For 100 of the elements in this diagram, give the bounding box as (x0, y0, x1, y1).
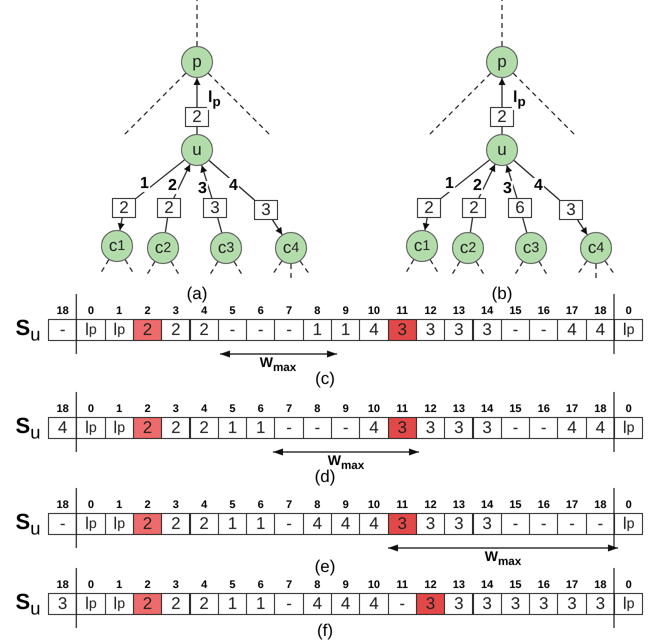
connector-line (470, 218, 474, 232)
index-number: 18 (56, 304, 70, 318)
index-number: 7 (284, 304, 294, 318)
edge-label: 2 (167, 178, 178, 194)
index-number: 10 (366, 578, 382, 592)
tree-node: p (181, 46, 213, 78)
index-number: 2 (143, 402, 152, 416)
index-number: 9 (342, 578, 350, 592)
dashed-line (428, 72, 492, 136)
index-number: 13 (452, 498, 466, 512)
array-slot: 1 (302, 319, 332, 341)
array-slot: 3 (416, 319, 446, 341)
array-slot: 1 (246, 593, 276, 615)
array-slot: 1 (218, 417, 248, 439)
edge-label: 1 (444, 176, 455, 192)
index-number: 1 (115, 498, 124, 512)
panel-caption: (e) (314, 557, 336, 577)
connector-line (514, 160, 560, 200)
array-slot: 4 (302, 513, 332, 535)
dashed-line (234, 261, 243, 276)
index-number: 0 (624, 498, 633, 512)
panel-caption: (c) (315, 369, 335, 389)
array-slot: 3 (586, 593, 615, 615)
index-number: 14 (480, 402, 494, 416)
index-number: 4 (200, 402, 208, 416)
array-slot: 4 (331, 593, 360, 615)
arrow (173, 164, 191, 198)
count-box: 3 (254, 200, 278, 220)
index-number: 13 (452, 304, 466, 318)
array-slot: 2 (161, 417, 190, 439)
index-number: 4 (200, 304, 208, 318)
array-slot: - (274, 417, 304, 439)
index-number: 2 (143, 304, 152, 318)
dashed-line (300, 260, 310, 275)
edge-label: 1 (139, 176, 150, 192)
count-box: 2 (490, 107, 514, 127)
count-box: 2 (417, 198, 441, 218)
connector-line (440, 159, 490, 199)
array-slot: 3 (388, 513, 417, 535)
array-slot: - (48, 319, 78, 341)
index-number: 4 (200, 498, 208, 512)
array-slot: - (274, 513, 304, 535)
index-number: 3 (172, 578, 180, 592)
array-slot: 4 (557, 417, 587, 439)
array-slot: - (529, 513, 558, 535)
array-slot: 3 (472, 319, 502, 341)
index-number: 6 (256, 578, 265, 592)
index-number: 0 (624, 304, 633, 318)
index-number: 12 (423, 402, 438, 416)
dashed-line (595, 264, 597, 280)
index-number: 18 (56, 498, 70, 512)
array-slot: - (302, 417, 332, 439)
dashed-line (476, 261, 485, 276)
array-name: S$_{u}$ (16, 508, 40, 540)
index-number: 14 (480, 578, 494, 592)
array-slot: 1 (218, 513, 248, 535)
index-number: 16 (536, 578, 551, 592)
index-number: 16 (536, 498, 551, 512)
arrow (194, 78, 200, 107)
array-slot: 4 (586, 417, 615, 439)
dashed-line (196, 0, 198, 46)
index-number: 11 (395, 578, 410, 592)
index-number: 1 (115, 402, 124, 416)
dashed-line (290, 264, 292, 280)
index-number: 0 (86, 304, 95, 318)
array-slot: - (500, 417, 530, 439)
array-slot: 4 (302, 593, 332, 615)
index-number: 2 (143, 578, 152, 592)
index-number: 0 (86, 402, 95, 416)
index-number: 9 (342, 402, 350, 416)
edge-label: l$_{p}$ (207, 90, 222, 110)
panel-caption: (a) (186, 284, 208, 304)
dashed-line (501, 0, 503, 46)
index-number: 10 (366, 498, 382, 512)
array-slot: 2 (190, 417, 219, 439)
array-slot: - (246, 319, 276, 341)
index-number: 3 (172, 402, 180, 416)
index-number: 8 (313, 304, 322, 318)
index-number: 12 (423, 578, 438, 592)
array-slot: 2 (190, 593, 219, 615)
index-number: 5 (228, 402, 236, 416)
index-number: 17 (564, 498, 580, 512)
count-box: 2 (157, 198, 181, 218)
dashed-line (170, 261, 180, 276)
index-number: 6 (256, 304, 265, 318)
arrow (478, 164, 496, 198)
connector-line (164, 218, 168, 232)
count-box: 2 (185, 107, 209, 127)
array-slot: - (529, 319, 558, 341)
index-number: 18 (56, 402, 70, 416)
index-number: 16 (536, 402, 551, 416)
array-slot: - (529, 417, 558, 439)
index-number: 7 (284, 578, 294, 592)
index-number: 8 (313, 578, 322, 592)
index-number: 6 (256, 402, 265, 416)
array-slot: - (274, 593, 304, 615)
index-number: 9 (342, 304, 350, 318)
array-slot: 2 (161, 319, 190, 341)
tree-node: u (181, 134, 213, 166)
index-number: 11 (395, 498, 410, 512)
